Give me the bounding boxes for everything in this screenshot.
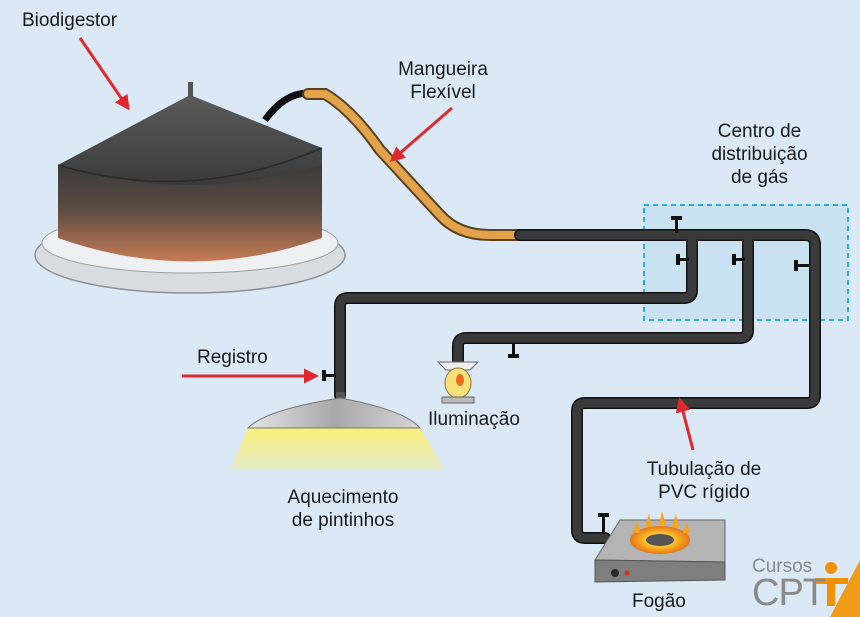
annotation-arrows	[78, 37, 695, 451]
heating-hood	[230, 392, 445, 470]
logo-word-cursos: Cursos	[752, 556, 813, 577]
label-centro-distribuicao: Centro de distribuição de gás	[711, 121, 808, 188]
lamp-icon	[436, 361, 480, 404]
label-iluminacao: Iluminação	[428, 409, 520, 430]
arrow-mangueira	[389, 106, 453, 162]
pvc-pipes	[334, 229, 821, 544]
stove-icon	[594, 511, 726, 583]
label-registro: Registro	[197, 347, 268, 368]
logo-word-cpt: CPT	[752, 572, 826, 614]
label-fogao: Fogão	[632, 591, 686, 612]
label-mangueira: Mangueira Flexível	[398, 59, 488, 103]
arrow-tubulacao	[675, 397, 695, 451]
arrow-biodigestor	[78, 37, 130, 111]
biodigestor-tank	[34, 82, 346, 294]
label-biodigestor: Biodigestor	[22, 10, 118, 31]
label-tubulacao: Tubulação de PVC rígido	[646, 459, 762, 503]
valve-icons	[322, 216, 810, 534]
cpt-logo-figure	[815, 560, 860, 617]
label-aquecimento: Aquecimento de pintinhos	[287, 487, 399, 531]
flexible-hose	[302, 88, 526, 241]
